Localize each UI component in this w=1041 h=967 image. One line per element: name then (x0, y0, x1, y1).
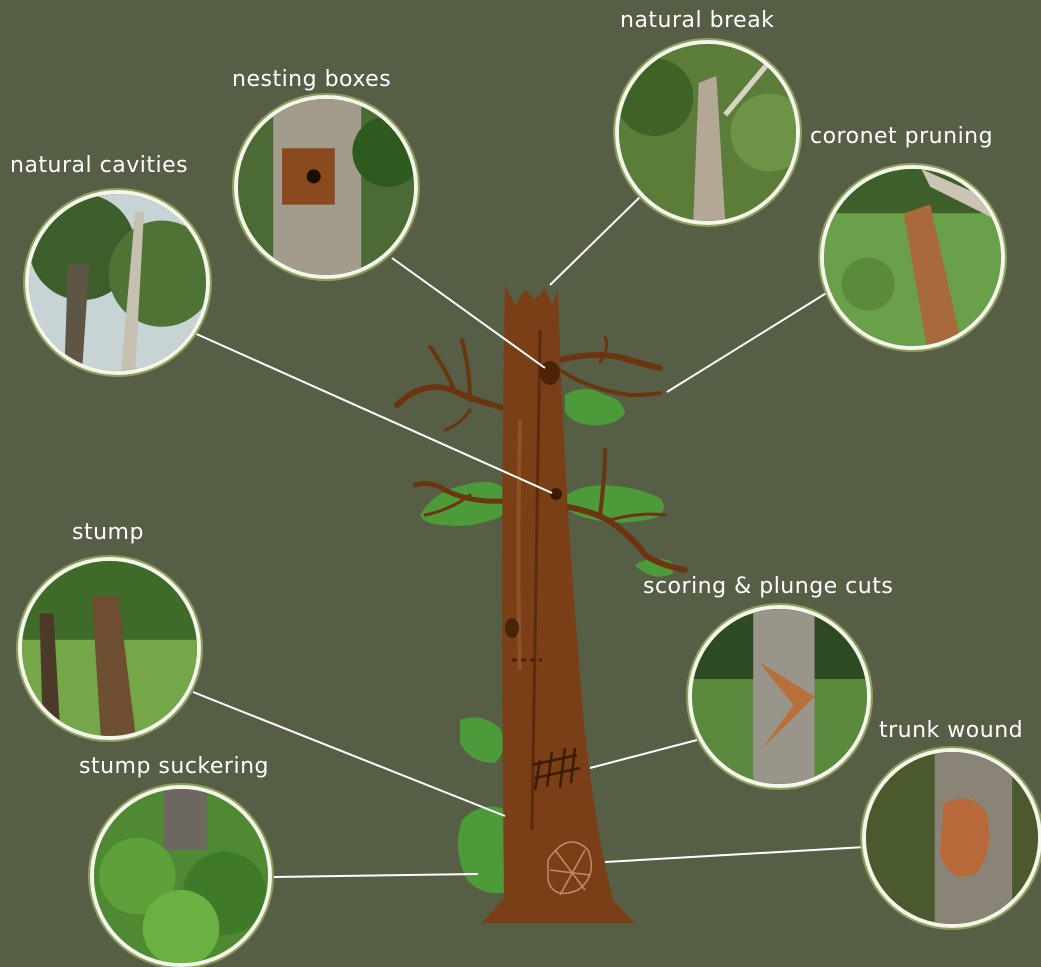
photo-scoring-plunge (688, 605, 871, 788)
branch (445, 410, 470, 430)
trunk (482, 285, 635, 923)
callout-scoring (590, 740, 697, 768)
photo-stump (18, 557, 201, 740)
callout-trunk-wound (605, 847, 865, 862)
cavity-hole (550, 488, 562, 500)
label-natural-break: natural break (620, 8, 774, 33)
callout-natural-cavities (192, 332, 552, 493)
label-stump: stump (72, 520, 144, 545)
branch (560, 355, 660, 368)
photo-coronet-pruning (820, 165, 1005, 350)
nest-cavity (540, 361, 560, 385)
knot (505, 618, 519, 638)
trunk-highlight (519, 420, 521, 670)
photo-nesting-boxes (234, 95, 418, 279)
foliage-cluster (420, 482, 508, 526)
label-stump-suckering: stump suckering (79, 754, 269, 779)
foliage-cluster (560, 485, 664, 522)
photo-natural-break (615, 40, 800, 225)
callout-natural-break (550, 197, 640, 285)
label-scoring-plunge: scoring & plunge cuts (643, 574, 893, 599)
label-trunk-wound: trunk wound (879, 718, 1023, 743)
label-coronet-pruning: coronet pruning (810, 124, 993, 149)
label-natural-cavities: natural cavities (10, 153, 188, 178)
photo-trunk-wound (862, 748, 1041, 928)
photo-stump-suckering (90, 785, 272, 967)
foliage-cluster (460, 717, 504, 763)
branch (462, 340, 470, 400)
callout-coronet-pruning (667, 292, 828, 392)
label-nesting-boxes: nesting boxes (232, 67, 391, 92)
photo-natural-cavities (25, 190, 210, 375)
callout-stump-suckering (273, 874, 478, 877)
